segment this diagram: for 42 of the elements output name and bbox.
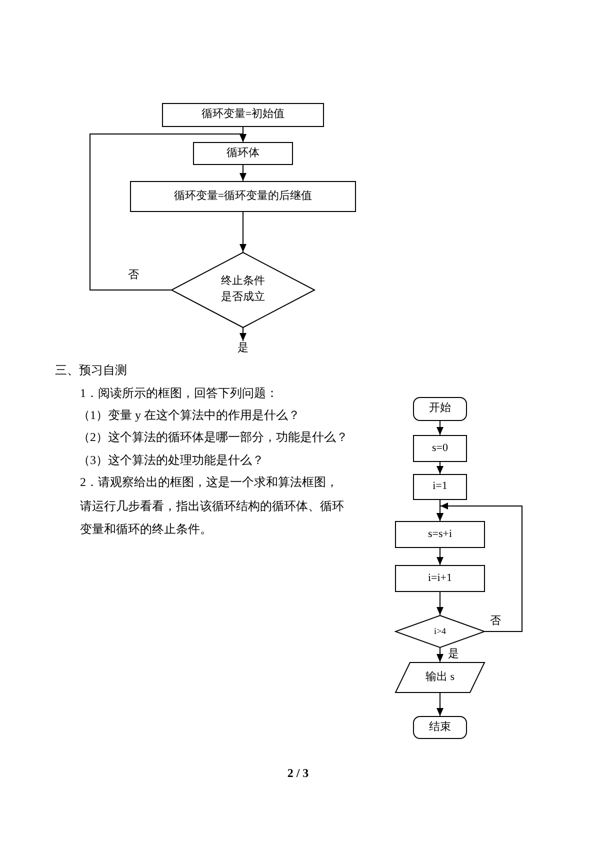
section-heading: 三、预习自测 [55,362,127,378]
step-text: i>4 [434,624,446,638]
process-box [413,474,467,500]
terminal-box [413,397,467,421]
step-text: i=1 [432,479,448,494]
arrow [436,462,444,474]
sub-question-text: （3）这个算法的处理功能是什么？ [78,452,264,468]
arrow [240,212,246,252]
process-box [413,435,467,462]
arrow [436,420,444,436]
question-text: 1．阅读所示的框图，回答下列问题： [80,385,278,401]
step-text: s=s+i [428,526,452,542]
edge-label: 是 [447,648,460,661]
terminal-box [413,716,467,739]
step-text: 循环变量=初始值 [201,107,285,122]
sub-question-text: （1）变量 y 在这个算法中的作用是什么？ [78,407,300,423]
process-box [395,565,485,592]
arrow [436,592,444,616]
step-text: 循环变量=循环变量的后继值 [174,188,312,204]
step-text: 输出 s [425,670,455,685]
loop-arrow [90,134,246,290]
edge-label: 否 [127,269,140,282]
step-text: i=i+1 [428,570,452,586]
sub-question-text: （2）这个算法的循环体是哪一部分，功能是什么？ [78,429,348,445]
edge-label: 否 [489,615,502,628]
page-number: 2 / 3 [286,765,310,781]
arrow [240,328,246,342]
arrow [436,548,444,566]
arrow [436,648,444,662]
arrow [240,164,246,182]
question-text: 2．请观察给出的框图，这是一个求和算法框图，请运行几步看看，指出该循环结构的循环体、循环变量和循环的终止条件。 [80,474,345,538]
outcome-text: 是 [235,341,251,357]
step-text: 循环体 [226,146,260,161]
step-text: 终止条件是否成立 [220,274,266,305]
step-text: s=0 [432,440,448,456]
process-box [193,142,293,165]
process-box [130,181,356,212]
step-text: 开始 [429,401,451,416]
step-text: 结束 [429,720,451,735]
process-box [162,103,324,127]
process-box [395,521,485,548]
arrow [436,692,444,716]
